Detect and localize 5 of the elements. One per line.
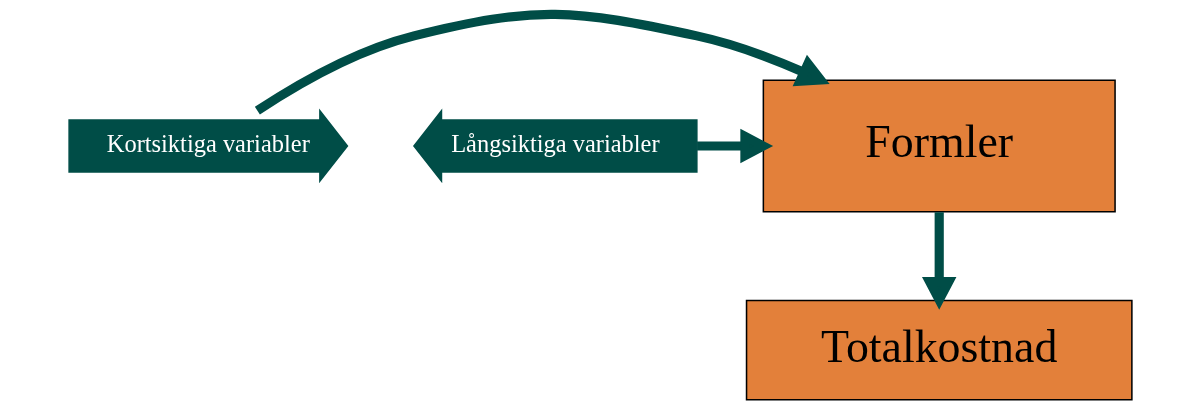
node-box: Formler (762, 79, 1116, 213)
arrow (921, 212, 956, 310)
node-box: Totalkostnad (745, 299, 1133, 401)
arrow (254, 9, 830, 115)
arrow (696, 128, 773, 164)
